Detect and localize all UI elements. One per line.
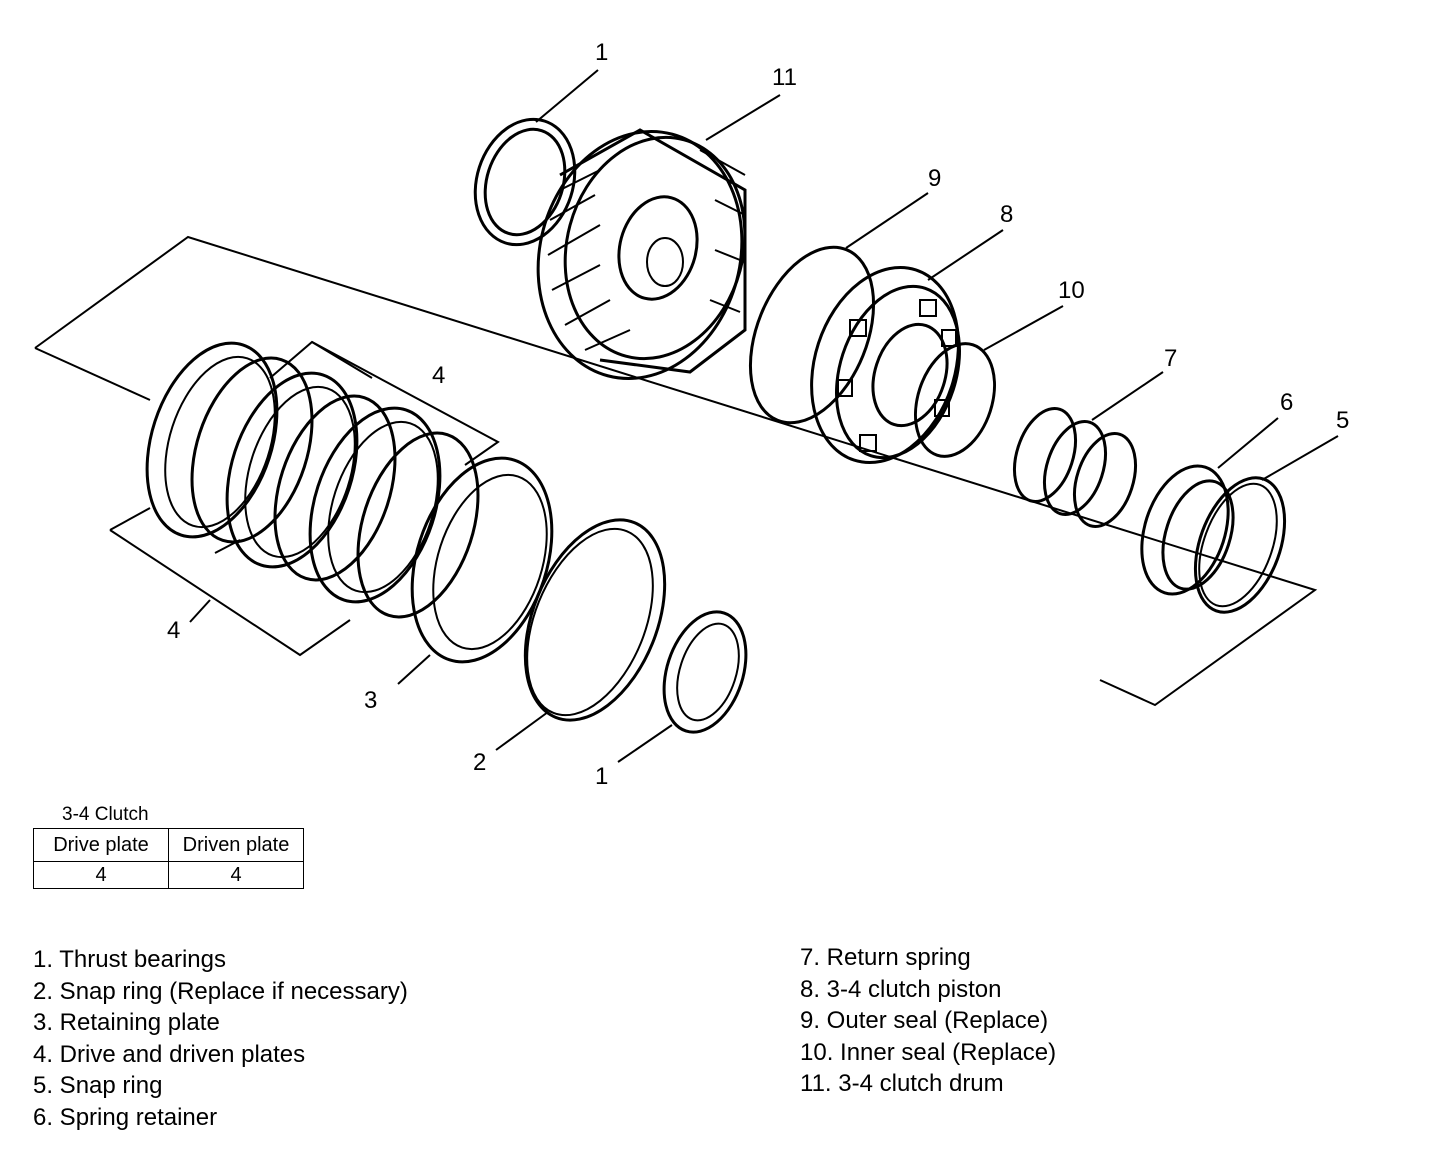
callout-4-bottom: 4 — [167, 617, 180, 644]
callout-8: 8 — [1000, 201, 1013, 228]
assembly-bracket — [34, 235, 1318, 707]
clutch-piston — [810, 265, 962, 465]
legend-item: 9. Outer seal (Replace) — [800, 1007, 1049, 1034]
callout-1-bottom: 1 — [595, 763, 608, 790]
snap-ring-left — [523, 518, 667, 722]
legend-item: 11. 3-4 clutch drum — [800, 1070, 1004, 1097]
clutch-drum — [536, 128, 747, 380]
spring-retainer — [1140, 464, 1235, 596]
legend-item: 7. Return spring — [800, 944, 971, 971]
table-header-drive-plate: Drive plate — [33, 828, 169, 862]
legend-left: 1. Thrust bearings 2. Snap ring (Replace… — [33, 944, 408, 1133]
plates-bracket-top — [269, 340, 500, 466]
legend-item: 1. Thrust bearings — [33, 946, 226, 973]
callout-6: 6 — [1280, 389, 1293, 416]
legend-item: 2. Snap ring (Replace if necessary) — [33, 977, 408, 1005]
callout-9: 9 — [928, 165, 941, 192]
callout-7: 7 — [1164, 345, 1177, 372]
table-header-driven-plate: Driven plate — [168, 828, 304, 862]
clutch-plate-table: Drive plate Driven plate 4 4 — [33, 828, 304, 889]
callout-4-top: 4 — [432, 362, 445, 389]
table-value-driven-plate: 4 — [168, 861, 304, 889]
table-value-drive-plate: 4 — [33, 861, 169, 889]
callout-1-top: 1 — [595, 39, 608, 66]
thrust-bearing-bottom — [662, 610, 748, 734]
exploded-view-diagram: 1 11 9 8 10 7 6 5 4 4 3 2 1 — [34, 39, 1349, 790]
legend-item: 3. Retaining plate — [33, 1009, 220, 1036]
thrust-bearing-top — [473, 117, 577, 247]
legend-item: 4. Drive and driven plates — [33, 1040, 306, 1068]
legend-item: 10. Inner seal (Replace) — [800, 1038, 1057, 1066]
return-spring — [1013, 407, 1137, 528]
legend-item: 8. 3-4 clutch piston — [800, 975, 1002, 1003]
leader-lines — [189, 69, 1339, 763]
callout-2: 2 — [473, 749, 486, 776]
callout-5: 5 — [1336, 407, 1349, 434]
legend-right: 7. Return spring 8. 3-4 clutch piston 9.… — [800, 942, 1056, 1100]
callout-3: 3 — [364, 687, 377, 714]
outer-seal — [748, 245, 876, 425]
clutch-plates — [145, 341, 480, 619]
retaining-plate — [410, 456, 554, 664]
legend-item: 5. Snap ring — [33, 1072, 163, 1099]
legend-item: 6. Spring retainer — [33, 1103, 218, 1131]
clutch-table-title: 3-4 Clutch — [62, 804, 149, 825]
snap-ring-right — [1193, 476, 1287, 614]
callout-10: 10 — [1058, 277, 1085, 304]
callout-11: 11 — [772, 64, 797, 91]
inner-seal — [914, 342, 996, 458]
